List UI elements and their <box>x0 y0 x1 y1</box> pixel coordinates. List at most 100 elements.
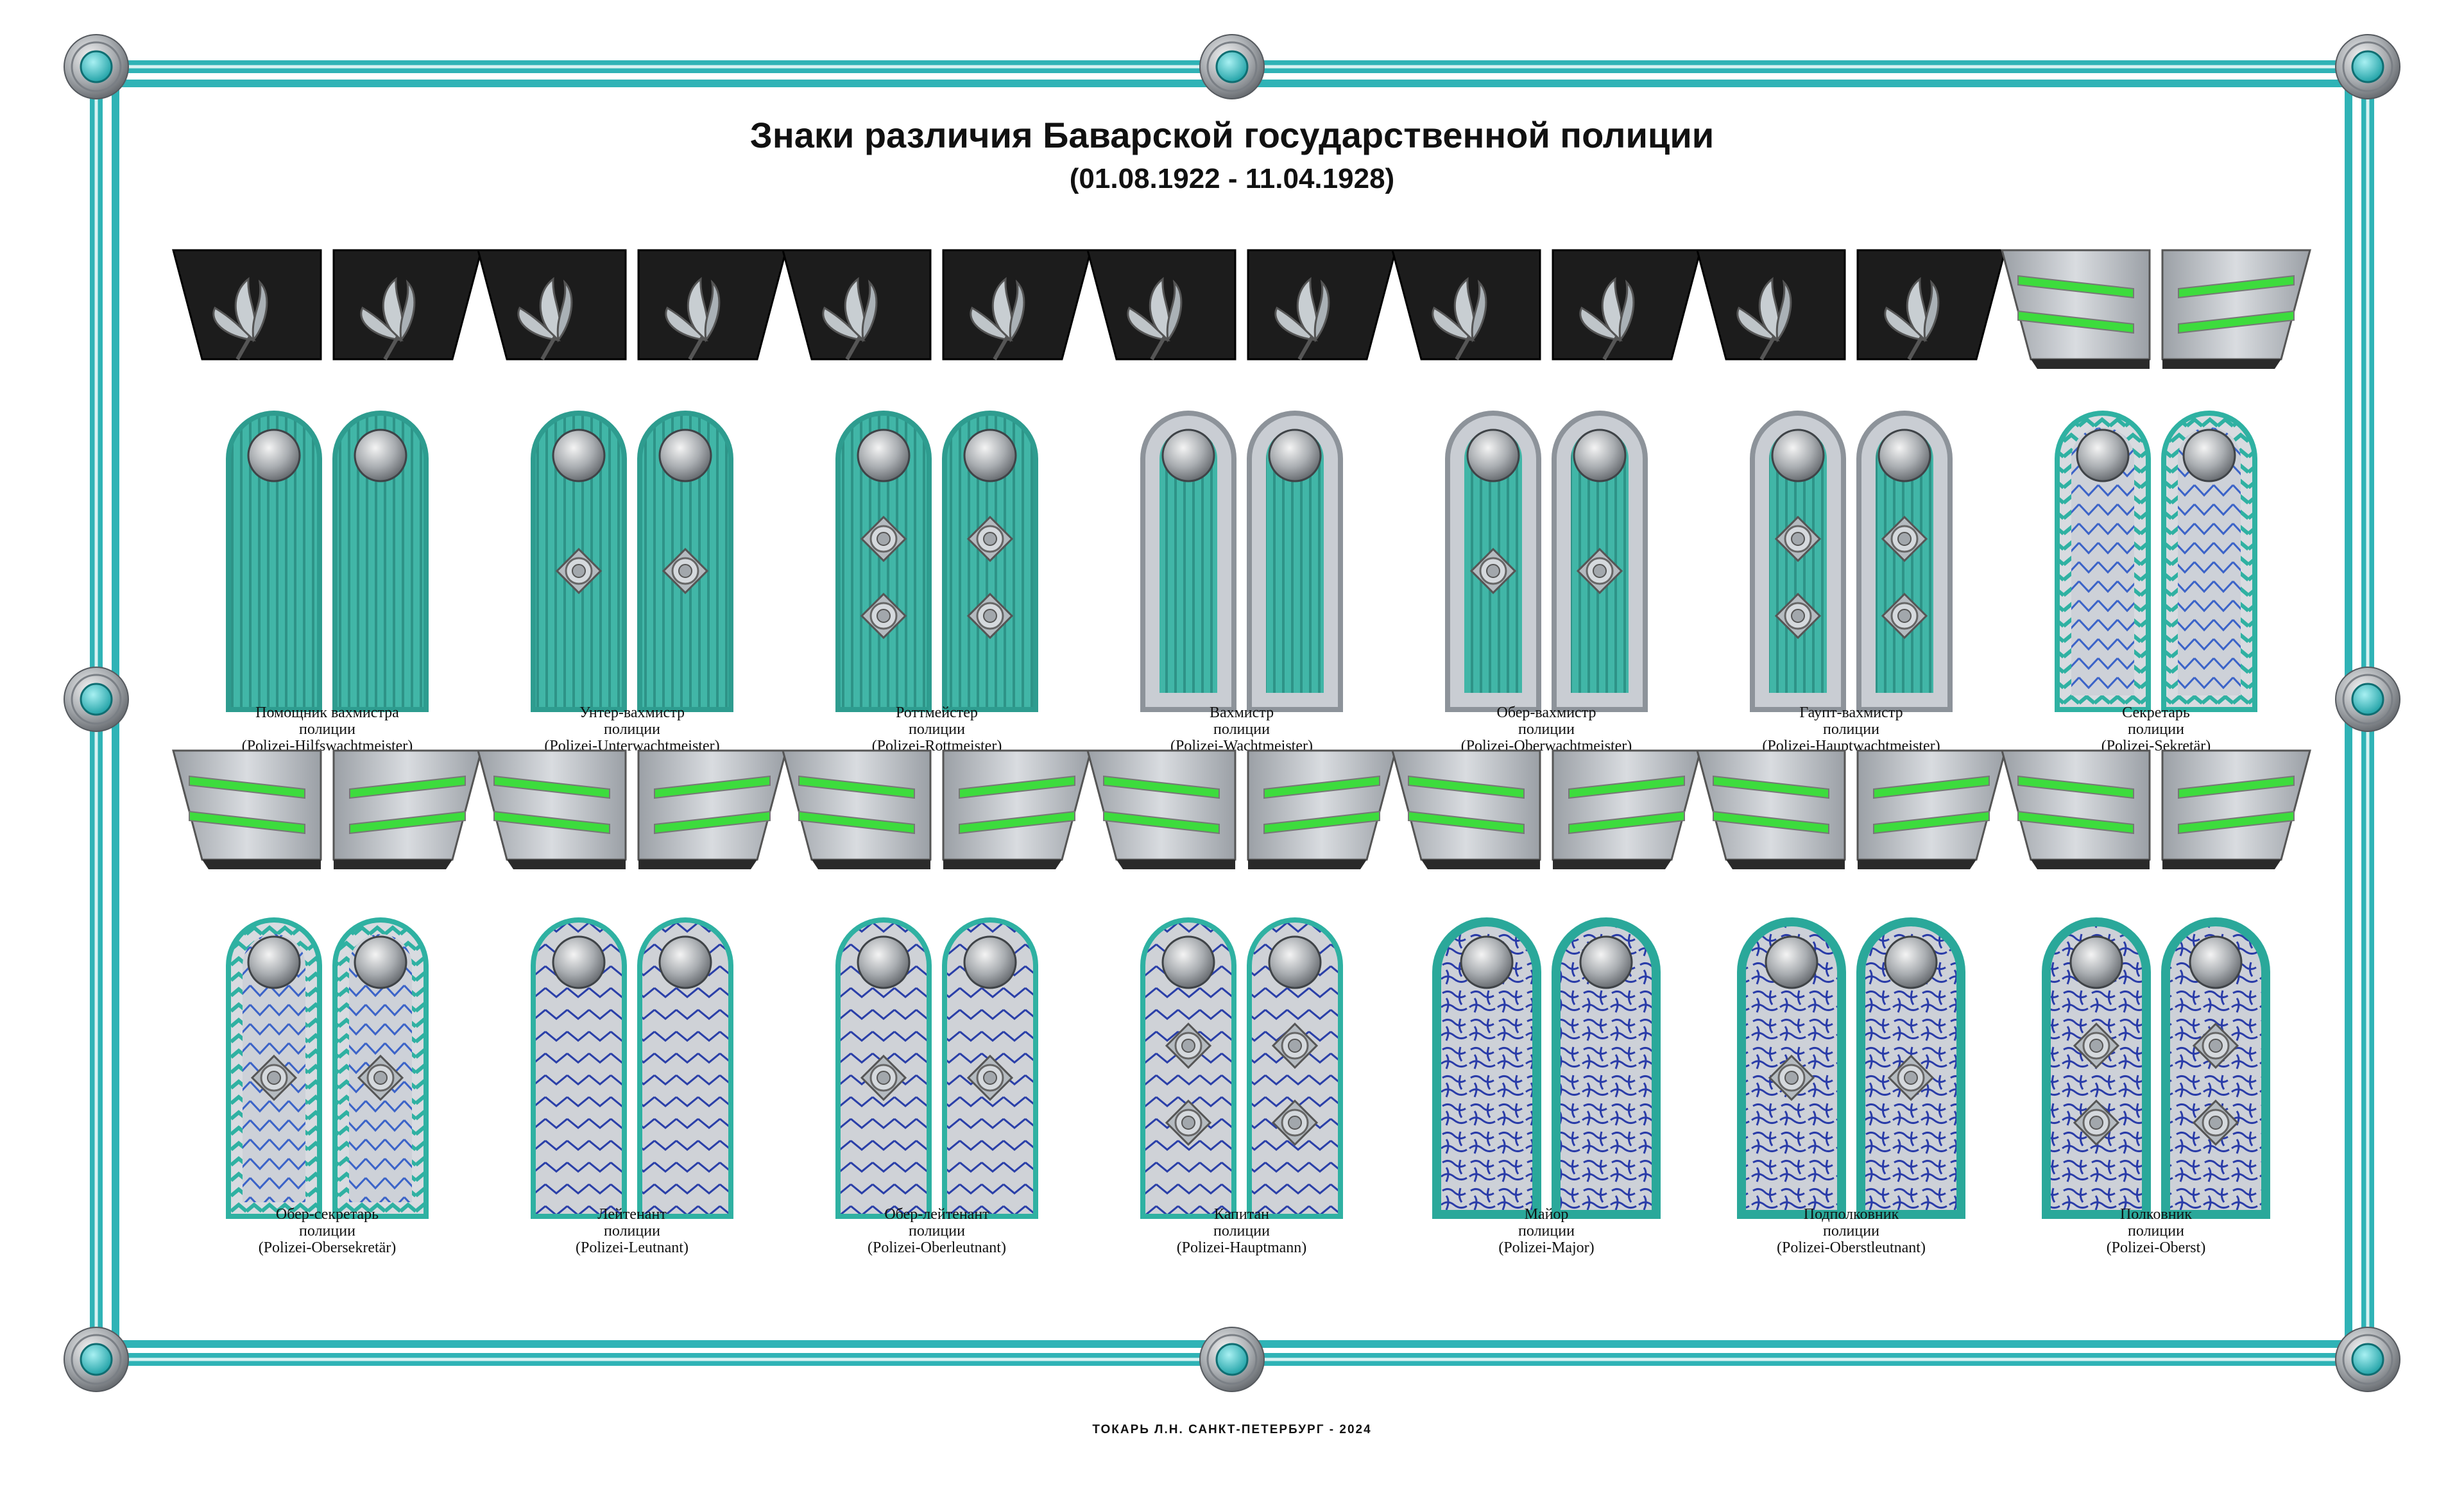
rank-subtitle: полиции <box>1823 721 1879 738</box>
rank-subtitle: полиции <box>909 721 965 738</box>
rank-name-ru: Вахмистр <box>1210 704 1274 721</box>
rank-subtitle: полиции <box>1518 721 1575 738</box>
collar-tab-right <box>332 749 483 869</box>
collar-tab-left <box>2001 249 2151 369</box>
collar-tab-left <box>1696 249 1846 359</box>
button-icon <box>1765 935 1818 989</box>
rank-subtitle: полиции <box>604 721 660 738</box>
rank-name-ru: Гаупт-вахмистр <box>1799 704 1903 721</box>
shoulder-board <box>1750 411 1846 712</box>
collar-tab-right <box>1856 249 2006 359</box>
rank-name-ru: Помощник вахмистра <box>255 704 399 721</box>
rank-card: Обер-лейтенантполиции(Polizei-Oberleutna… <box>782 749 1092 1256</box>
rank-subtitle: полиции <box>2128 1223 2184 1239</box>
rank-card: Гаупт-вахмистрполиции(Polizei-Hauptwacht… <box>1696 249 2006 754</box>
button-icon <box>1268 935 1322 989</box>
rank-name-de: (Polizei-Major) <box>1498 1239 1594 1256</box>
collar-tab-left <box>477 749 627 869</box>
button-icon <box>1771 429 1825 482</box>
rank-name-ru: Полковник <box>2120 1206 2192 1223</box>
rank-subtitle: полиции <box>604 1223 660 1239</box>
collar-tab-left <box>172 749 322 869</box>
rank-name-ru: Обер-вахмистр <box>1496 704 1596 721</box>
button-icon <box>354 429 407 482</box>
page-title: Знаки различия Баварской государственной… <box>749 115 1715 155</box>
rank-name-ru: Обер-секретарь <box>276 1206 379 1223</box>
shoulder-board <box>1247 411 1343 712</box>
button-icon <box>2182 429 2236 482</box>
rank-subtitle: полиции <box>1213 1223 1270 1239</box>
rank-card: Помощник вахмистраполиции(Polizei-Hilfsw… <box>172 249 483 754</box>
button-icon <box>1460 935 1514 989</box>
button-icon <box>247 935 301 989</box>
collar-tab-right <box>942 749 1092 869</box>
author-credit: ТОКАРЬ Л.Н. САНКТ-ПЕТЕРБУРГ - 2024 <box>1092 1423 1372 1436</box>
shoulder-board <box>637 917 733 1219</box>
rank-name-ru: Капитан <box>1214 1206 1269 1223</box>
rank-subtitle: полиции <box>299 721 355 738</box>
shoulder-board <box>1140 917 1236 1219</box>
button-icon <box>247 429 301 482</box>
rank-subtitle: полиции <box>909 1223 965 1239</box>
rank-card: Подполковникполиции(Polizei-Oberstleutna… <box>1696 749 2006 1256</box>
shoulder-board <box>332 411 429 712</box>
collar-tab-left <box>1086 749 1236 869</box>
shoulder-board <box>2055 411 2151 712</box>
collar-tab-right <box>942 249 1092 359</box>
rank-card: Унтер-вахмистрполиции(Polizei-Unterwacht… <box>477 249 787 754</box>
rank-name-de: (Polizei-Leutnant) <box>576 1239 689 1256</box>
button-icon <box>658 935 712 989</box>
collar-tab-left <box>782 749 932 869</box>
rank-name-de: (Polizei-Oberst) <box>2107 1239 2206 1256</box>
collar-tab-right <box>1247 749 1397 869</box>
shoulder-board <box>531 917 627 1219</box>
rank-name-de: (Polizei-Hauptmann) <box>1177 1239 1307 1256</box>
button-icon <box>1878 429 1931 482</box>
shoulder-board <box>1552 411 1648 712</box>
button-icon <box>1268 429 1322 482</box>
page-subtitle: (01.08.1922 - 11.04.1928) <box>1069 163 1395 194</box>
shoulder-board <box>835 411 932 712</box>
rank-name-ru: Роттмейстер <box>896 704 978 721</box>
shoulder-board <box>942 411 1038 712</box>
rank-card: Обер-секретарьполиции(Polizei-Obersekret… <box>172 749 483 1256</box>
collar-tab-left <box>477 249 627 359</box>
collar-tab-right <box>637 249 787 359</box>
button-icon <box>658 429 712 482</box>
collar-tab-right <box>1856 749 2006 869</box>
button-icon <box>1573 429 1627 482</box>
rank-name-ru: Лейтенант <box>597 1206 667 1223</box>
collar-tab-right <box>332 249 483 359</box>
shoulder-board <box>1445 411 1541 712</box>
rank-name-ru: Унтер-вахмистр <box>579 704 685 721</box>
collar-tab-left <box>1391 749 1541 869</box>
button-icon <box>1161 935 1215 989</box>
shoulder-board <box>2161 411 2257 712</box>
collar-tab-left <box>172 249 322 359</box>
button-icon <box>2069 935 2123 989</box>
shoulder-board <box>2161 917 2270 1219</box>
rank-subtitle: полиции <box>1518 1223 1575 1239</box>
collar-tab-left <box>1696 749 1846 869</box>
button-icon <box>857 935 911 989</box>
shoulder-board <box>1856 411 1953 712</box>
rank-card: Обер-вахмистрполиции(Polizei-Oberwachtme… <box>1391 249 1702 754</box>
rank-name-ru: Майор <box>1525 1206 1569 1223</box>
button-icon <box>1579 935 1633 989</box>
button-icon <box>2189 935 2243 989</box>
collar-tab-left <box>782 249 932 359</box>
shoulder-board <box>942 917 1038 1219</box>
shoulder-board <box>226 917 322 1219</box>
shoulder-board <box>1552 917 1661 1219</box>
shoulder-board <box>835 917 932 1219</box>
rank-name-de: (Polizei-Oberstleutnant) <box>1777 1239 1926 1256</box>
shoulder-board <box>1432 917 1541 1219</box>
